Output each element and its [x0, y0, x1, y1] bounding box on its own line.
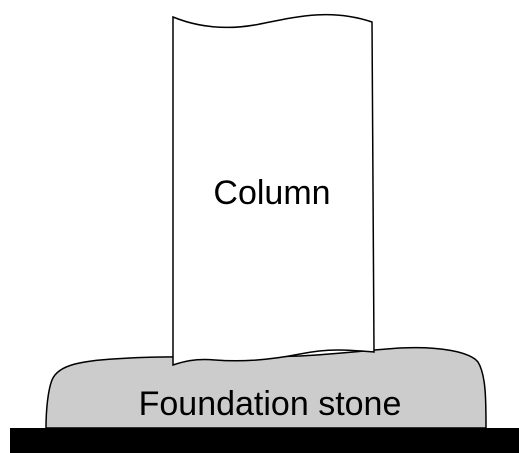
ground-base — [10, 428, 519, 453]
column-label: Column — [213, 174, 330, 212]
foundation-label: Foundation stone — [139, 385, 402, 423]
